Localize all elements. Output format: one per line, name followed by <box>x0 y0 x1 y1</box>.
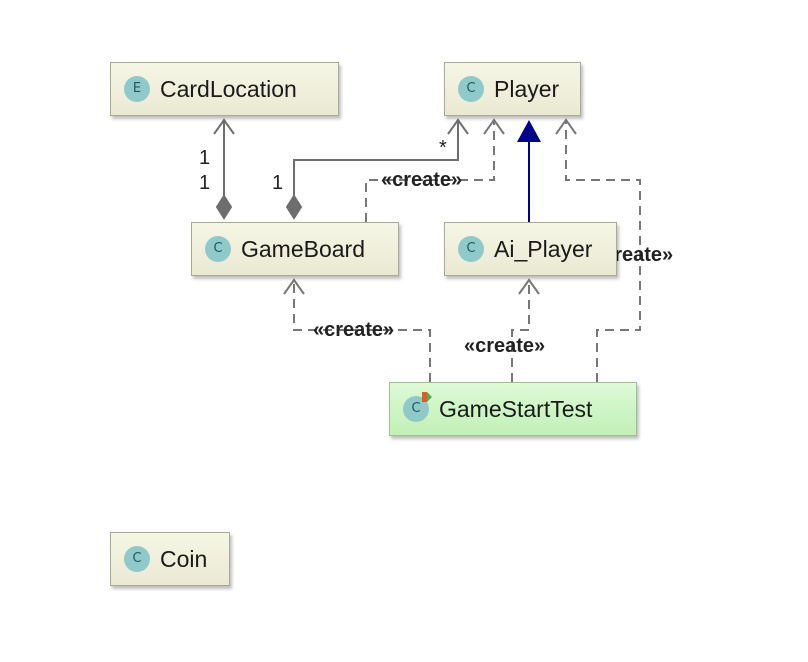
composition-diamond <box>215 194 233 220</box>
mult-gameboard-source: 1 <box>272 172 284 194</box>
class-name: Player <box>494 75 560 102</box>
edge-ai-player-generalization <box>517 120 541 222</box>
class-node-gamestarttest[interactable]: C GameStartTest <box>389 382 637 436</box>
class-icon: C <box>124 546 150 572</box>
create-label-test-gameboard: «create» <box>313 319 395 341</box>
class-name: Ai_Player <box>494 235 593 262</box>
create-label-gameboard-player: «create» <box>381 169 463 191</box>
edge-cardlocation-gameboard <box>213 118 235 220</box>
enum-icon: E <box>124 76 150 102</box>
class-icon: C <box>205 236 231 262</box>
mult-cardlocation-top: 1 <box>199 147 211 169</box>
edge-test-create-gameboard <box>283 278 431 382</box>
class-name: GameBoard <box>241 235 366 262</box>
class-node-cardlocation[interactable]: E CardLocation <box>110 62 339 116</box>
open-arrowhead <box>447 118 469 135</box>
badge-letter: C <box>411 401 421 416</box>
class-node-ai-player[interactable]: C Ai_Player <box>444 222 617 276</box>
class-name: CardLocation <box>160 75 297 102</box>
class-name: GameStartTest <box>439 395 593 422</box>
open-arrowhead <box>555 118 577 135</box>
class-node-player[interactable]: C Player <box>444 62 581 116</box>
inheritance-triangle <box>517 120 541 142</box>
run-marker-icon <box>422 392 432 402</box>
create-label-test-ai-player: «create» <box>464 335 546 357</box>
edge-test-create-player <box>555 118 641 382</box>
class-icon: C <box>458 236 484 262</box>
open-arrowhead <box>283 278 305 295</box>
open-arrowhead <box>518 278 540 295</box>
edge-gameboard-create-player <box>365 118 505 222</box>
edge-test-create-ai-player <box>511 278 540 382</box>
open-arrowhead <box>483 118 505 135</box>
mult-cardlocation-bottom: 1 <box>199 172 211 194</box>
class-node-gameboard[interactable]: C GameBoard <box>191 222 399 276</box>
class-name: Coin <box>160 545 208 572</box>
class-node-coin[interactable]: C Coin <box>110 532 230 586</box>
test-class-icon: C <box>403 392 432 422</box>
composition-diamond <box>285 194 303 220</box>
open-arrowhead <box>213 118 235 135</box>
class-icon: C <box>458 76 484 102</box>
edge-gameboard-player <box>285 118 469 220</box>
mult-player-target: * <box>439 137 447 159</box>
